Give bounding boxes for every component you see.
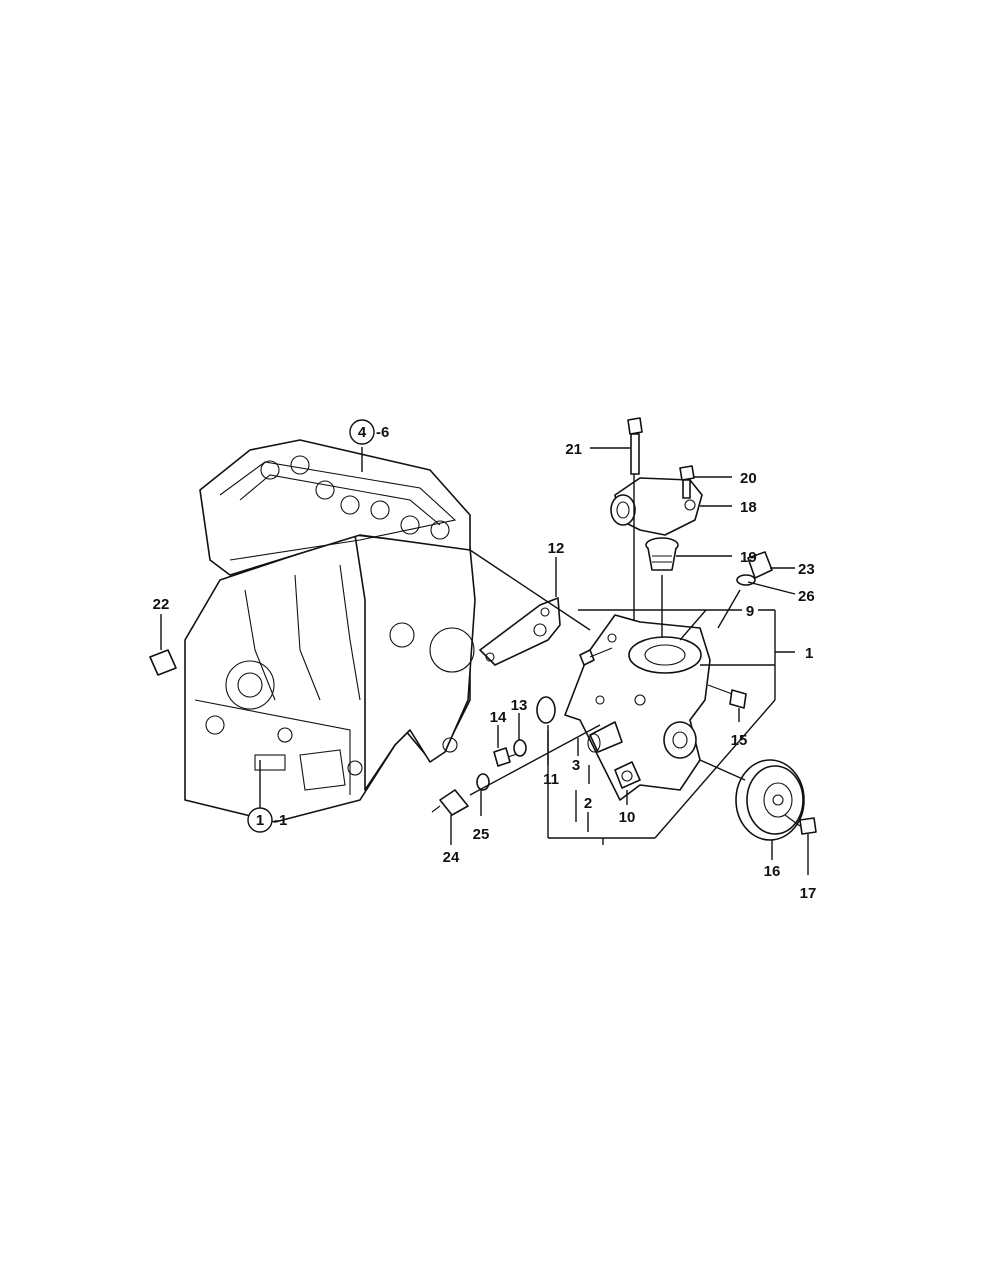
label-15: 15	[731, 732, 748, 749]
label-16: 16	[764, 863, 781, 880]
water-pump-gasket	[479, 597, 561, 666]
bolt-15	[707, 684, 747, 709]
label-21: 21	[565, 441, 582, 458]
ref-block-number: 1	[256, 812, 264, 829]
label-24: 24	[443, 849, 460, 866]
label-18: 18	[740, 499, 757, 516]
thermostat-cover	[610, 477, 703, 536]
ref-head-number: 4	[358, 424, 367, 441]
fan-pulley	[735, 759, 805, 841]
stud-bolt	[579, 647, 613, 666]
label-20: 20	[740, 470, 757, 487]
label-12: 12	[548, 540, 565, 557]
engine-block-assembly	[184, 439, 476, 823]
label-10: 10	[619, 809, 636, 826]
temperature-sensor	[431, 789, 469, 816]
label-17: 17	[800, 885, 817, 902]
bolt-17	[784, 814, 817, 835]
plug-22	[149, 649, 177, 676]
label-3: 3	[572, 757, 580, 774]
part-labels: 1 2 3 9 10 11 12 13 14 15 16 17 18 19 20…	[153, 441, 817, 902]
label-13: 13	[511, 697, 528, 714]
plug-23	[747, 551, 773, 579]
label-22: 22	[153, 596, 170, 613]
label-11: 11	[543, 771, 559, 788]
thermostat	[645, 537, 679, 571]
label-19: 19	[740, 549, 757, 566]
label-2: 2	[584, 795, 592, 812]
o-ring	[536, 696, 556, 724]
water-pump	[564, 614, 711, 801]
ref-block-suffix: -1	[274, 812, 287, 829]
ref-cylinder-block: 1 -1	[247, 807, 287, 833]
washer-13	[513, 739, 527, 757]
label-26: 26	[798, 588, 815, 605]
label-14: 14	[490, 709, 507, 726]
ref-cylinder-head: 4 -6	[349, 419, 389, 445]
label-9: 9	[746, 603, 754, 620]
bolt-21	[627, 417, 643, 475]
leader-lines	[160, 447, 809, 875]
label-1: 1	[805, 645, 813, 662]
bolt-20	[679, 465, 695, 499]
label-25: 25	[473, 826, 490, 843]
ref-head-suffix: -6	[376, 424, 389, 441]
label-23: 23	[798, 561, 815, 578]
